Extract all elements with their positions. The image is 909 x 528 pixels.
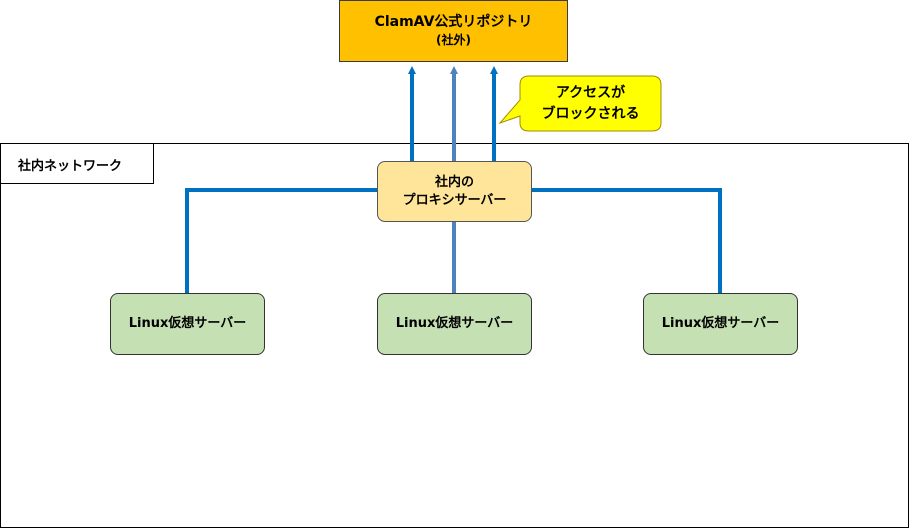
connector-server-left bbox=[185, 188, 377, 293]
blocked-callout: アクセスが ブロックされる bbox=[520, 76, 661, 131]
proxy-server-box: 社内の プロキシサーバー bbox=[377, 161, 532, 222]
linux-server-box-3: Linux仮想サーバー bbox=[643, 293, 798, 355]
proxy-line1: 社内の bbox=[434, 174, 474, 190]
connector-server-right bbox=[532, 188, 722, 293]
callout-line2: ブロックされる bbox=[541, 105, 640, 122]
callout-line1: アクセスが bbox=[555, 85, 626, 102]
repository-title: ClamAV公式リポジトリ bbox=[374, 14, 533, 31]
server-label-2: Linux仮想サーバー bbox=[395, 316, 514, 332]
server-label-3: Linux仮想サーバー bbox=[661, 316, 780, 332]
proxy-line2: プロキシサーバー bbox=[402, 192, 507, 208]
clamav-repository-box: ClamAV公式リポジトリ (社外) bbox=[339, 0, 568, 62]
linux-server-box-1: Linux仮想サーバー bbox=[110, 293, 265, 355]
linux-server-box-2: Linux仮想サーバー bbox=[377, 293, 532, 355]
repository-subtitle: (社外) bbox=[436, 33, 471, 48]
internal-network-label: 社内ネットワーク bbox=[0, 143, 154, 184]
server-label-1: Linux仮想サーバー bbox=[128, 316, 247, 332]
blocked-callout-shape bbox=[498, 75, 662, 132]
